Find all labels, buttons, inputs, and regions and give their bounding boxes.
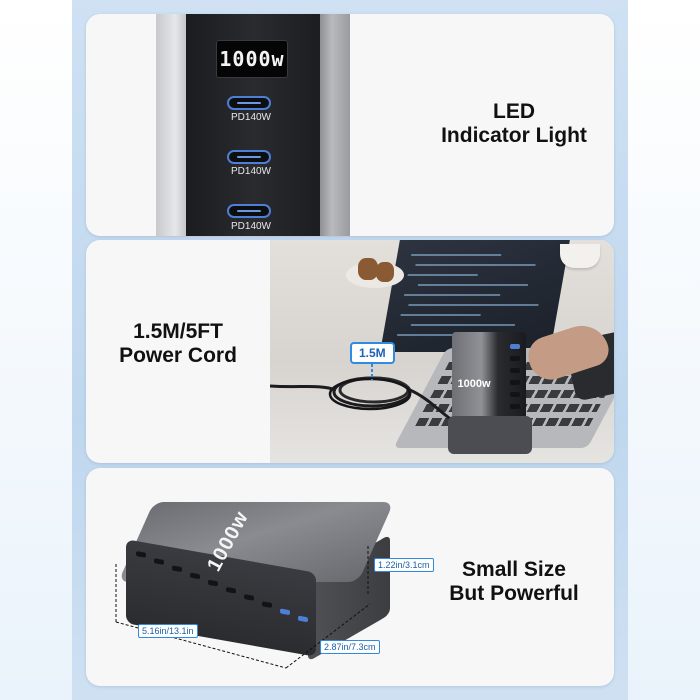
caption-line: LED <box>493 100 535 123</box>
cookie <box>376 262 394 282</box>
caption-line: 1.5M/5FT <box>133 320 223 343</box>
power-cord-panel: 1.5M/5FT Power Cord <box>86 240 614 463</box>
device-display-text: 1000w <box>457 378 491 390</box>
caption-line: Indicator Light <box>441 124 587 147</box>
cord-length-tag: 1.5M <box>350 342 395 364</box>
caption-line: But Powerful <box>449 582 579 605</box>
caption-line: Power Cord <box>119 344 237 367</box>
panel-caption: Small Size But Powerful <box>424 558 604 606</box>
led-indicator-panel: 1000w PD140W PD140W PD140W LED Indicator… <box>86 14 614 236</box>
cookie <box>358 258 378 280</box>
port-label: PD140W <box>230 166 271 177</box>
usb-c-port-icon <box>227 96 271 110</box>
height-dimension: 1.22in/3.1cm <box>374 558 434 572</box>
charger-stand <box>448 416 532 454</box>
panel-caption: 1.5M/5FT Power Cord <box>86 320 270 368</box>
width-dimension: 2.87in/7.3cm <box>320 640 380 654</box>
dimension-lines <box>115 546 371 669</box>
coffee-cup <box>560 244 600 268</box>
charger-side-left <box>156 14 188 236</box>
caption-line: Small Size <box>462 558 566 581</box>
power-cord <box>270 364 453 422</box>
panel-caption: LED Indicator Light <box>414 100 614 148</box>
length-dimension: 5.16in/13.1in <box>138 624 198 638</box>
led-display: 1000w <box>216 40 288 78</box>
port-label: PD140W <box>230 112 271 123</box>
size-panel: 1000w 1.22in/3.1cm 5.16in/13.1in 2.87in/… <box>86 468 614 686</box>
usb-c-port-icon <box>227 150 271 164</box>
desk-photo: 1.5M 1000w <box>270 240 614 463</box>
charger-side-right <box>320 14 350 236</box>
port-label: PD140W <box>230 221 271 232</box>
usb-c-port-icon <box>227 204 271 218</box>
